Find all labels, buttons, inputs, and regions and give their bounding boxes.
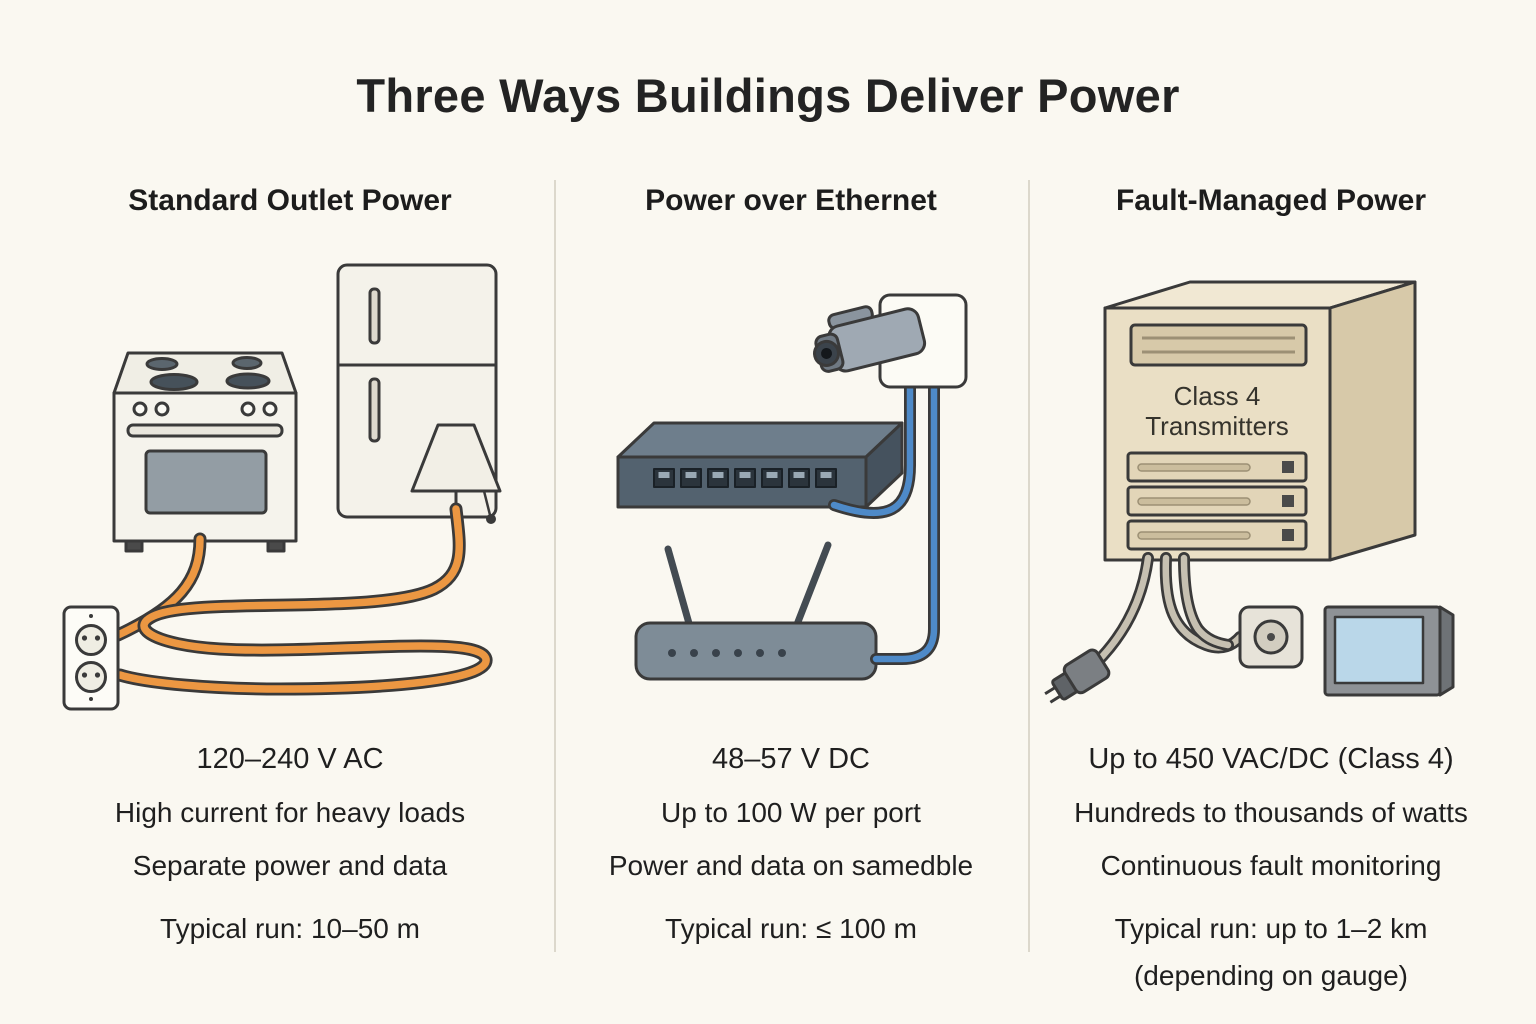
column-heading: Power over Ethernet [645, 184, 937, 217]
fmp-art: Class 4 Transmitters [1044, 280, 1455, 704]
cabinet-label-line1: Class 4 [1174, 381, 1261, 411]
spec-voltage: 120–240 V AC [196, 743, 384, 775]
wall-outlet-icon [62, 605, 120, 711]
wifi-router-icon [634, 541, 878, 681]
column-heading: Fault-Managed Power [1115, 184, 1427, 217]
spec-feature: Up to 100 W per port [661, 797, 921, 828]
fmp-illustration: Class 4 Transmitters [1036, 225, 1506, 715]
ethernet-cable-icon [828, 379, 940, 665]
spec-feature: Separate power and data [132, 850, 448, 881]
power-cable-icon [111, 502, 493, 696]
display-panel-icon [1323, 605, 1455, 697]
standard-outlet-illustration [50, 225, 530, 715]
stove-icon [112, 351, 298, 553]
spec-list: 48–57 V DC Up to 100 W per port Power an… [566, 733, 1016, 955]
fmp-cable-icon [1090, 552, 1246, 669]
page-title: Three Ways Buildings Deliver Power [356, 69, 1180, 122]
spec-run: Typical run: ≤ 100 m [665, 913, 917, 944]
spec-feature: Continuous fault monitoring [1100, 850, 1442, 881]
spec-run: Typical run: 10–50 m [160, 913, 420, 944]
spec-voltage: 48–57 V DC [712, 743, 870, 775]
poe-art [616, 293, 968, 681]
spec-feature: Hundreds to thousands of watts [1074, 797, 1468, 828]
controller-icon [1238, 605, 1304, 669]
column-fault-managed-power: Fault-Managed Power Class 4 Transmitters [1036, 183, 1506, 997]
spec-run-note: (depending on gauge) [1133, 960, 1408, 991]
network-switch-icon [616, 421, 904, 509]
lamp-icon [410, 423, 502, 524]
cabinet-label-line2: Transmitters [1145, 411, 1289, 441]
column-standard-outlet-power: Standard Outlet Power [50, 183, 530, 955]
spec-list: 120–240 V AC High current for heavy load… [50, 733, 530, 955]
spec-feature: Power and data on samedble [608, 850, 974, 881]
column-divider-left [554, 180, 556, 952]
poe-illustration [566, 225, 1016, 715]
power-plug-icon [1044, 648, 1111, 704]
spec-voltage: Up to 450 VAC/DC (Class 4) [1088, 743, 1454, 775]
spec-feature: High current for heavy loads [114, 797, 466, 828]
class4-cabinet-icon: Class 4 Transmitters [1103, 280, 1417, 562]
column-divider-right [1028, 180, 1030, 952]
spec-list: Up to 450 VAC/DC (Class 4) Hundreds to t… [1036, 733, 1506, 997]
column-heading: Standard Outlet Power [128, 184, 452, 217]
security-camera-icon [813, 305, 927, 373]
column-power-over-ethernet: Power over Ethernet [566, 183, 1016, 955]
standard-outlet-art [62, 263, 502, 711]
spec-run: Typical run: up to 1–2 km [1114, 913, 1428, 944]
